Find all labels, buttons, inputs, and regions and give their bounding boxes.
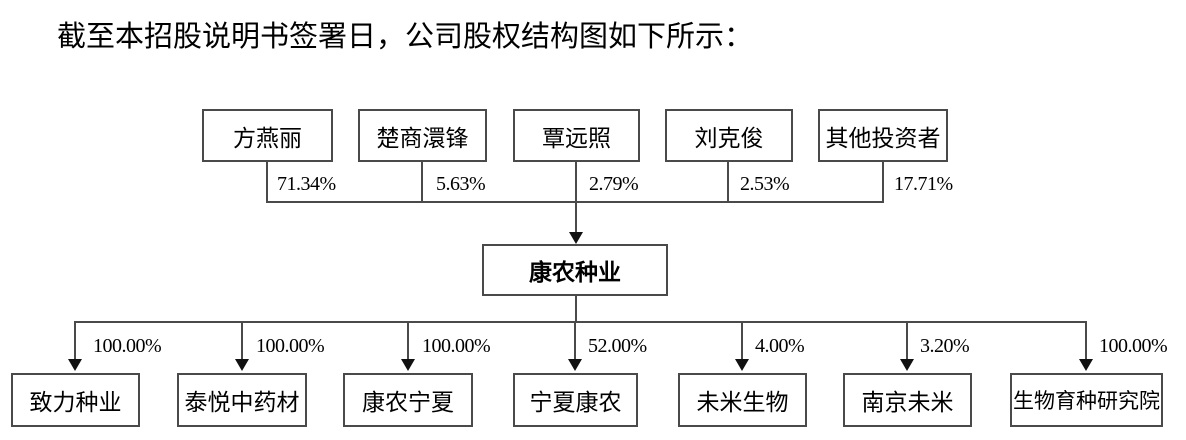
shareholder-node-chushanghuanfeng: 楚商澴锋 — [358, 109, 487, 162]
ownership-pct-label: 71.34% — [277, 173, 336, 195]
arrow-shaft-subsidiary-6 — [906, 321, 908, 361]
ownership-pct-label: 100.00% — [93, 335, 162, 357]
arrow-shaft-subsidiary-2 — [241, 321, 243, 361]
connector-shareholder-2 — [421, 162, 423, 203]
ownership-pct-label: 100.00% — [422, 335, 491, 357]
section-heading: 截至本招股说明书签署日，公司股权结构图如下所示： — [57, 21, 754, 53]
down-arrow-icon — [1079, 359, 1093, 371]
down-arrow-icon — [569, 232, 583, 244]
connector-shareholder-4 — [727, 162, 729, 203]
arrow-shaft-subsidiary-3 — [407, 321, 409, 361]
down-arrow-icon — [401, 359, 415, 371]
ownership-pct-label: 2.79% — [589, 173, 639, 195]
ownership-pct-label: 3.20% — [920, 335, 970, 357]
subsidiary-node-weimi-bio: 未米生物 — [678, 373, 807, 427]
arrow-shaft-into-company — [575, 201, 577, 235]
shareholder-node-fangyanli: 方燕丽 — [202, 109, 333, 162]
down-arrow-icon — [735, 359, 749, 371]
subsidiary-node-nanjing-weimi: 南京未米 — [843, 373, 972, 427]
subsidiary-node-zhili-seed: 致力种业 — [11, 373, 140, 427]
arrow-shaft-subsidiary-4 — [574, 321, 576, 361]
connector-shareholder-5 — [882, 162, 884, 203]
connector-shareholder-1 — [266, 162, 268, 203]
ownership-pct-label: 2.53% — [740, 173, 790, 195]
ownership-pct-label: 100.00% — [1099, 335, 1168, 357]
subsidiary-node-ningxia-kangnong: 宁夏康农 — [513, 373, 638, 427]
subsidiary-node-kangnong-ningxia: 康农宁夏 — [343, 373, 473, 427]
ownership-pct-label: 17.71% — [894, 173, 953, 195]
down-arrow-icon — [900, 359, 914, 371]
ownership-pct-label: 4.00% — [755, 335, 805, 357]
arrow-shaft-subsidiary-1 — [74, 321, 76, 361]
arrow-shaft-subsidiary-7 — [1085, 321, 1087, 361]
subsidiary-node-taiyue-herbs: 泰悦中药材 — [177, 373, 307, 427]
ownership-pct-label: 52.00% — [588, 335, 647, 357]
down-arrow-icon — [235, 359, 249, 371]
company-node: 康农种业 — [482, 244, 668, 296]
shareholder-node-qinyuanzhao: 覃远照 — [513, 109, 640, 162]
shareholder-node-liukejun: 刘克俊 — [665, 109, 793, 162]
ownership-pct-label: 5.63% — [436, 173, 486, 195]
connector-shareholder-3 — [575, 162, 577, 203]
shareholder-node-other-investors: 其他投资者 — [818, 109, 948, 162]
down-arrow-icon — [568, 359, 582, 371]
down-arrow-icon — [68, 359, 82, 371]
arrow-shaft-subsidiary-5 — [741, 321, 743, 361]
subsidiary-node-biobreeding-institute: 生物育种研究院 — [1010, 373, 1163, 427]
connector-company-stem — [575, 296, 577, 323]
ownership-pct-label: 100.00% — [256, 335, 325, 357]
subsidiaries-bus-line — [74, 321, 1087, 323]
